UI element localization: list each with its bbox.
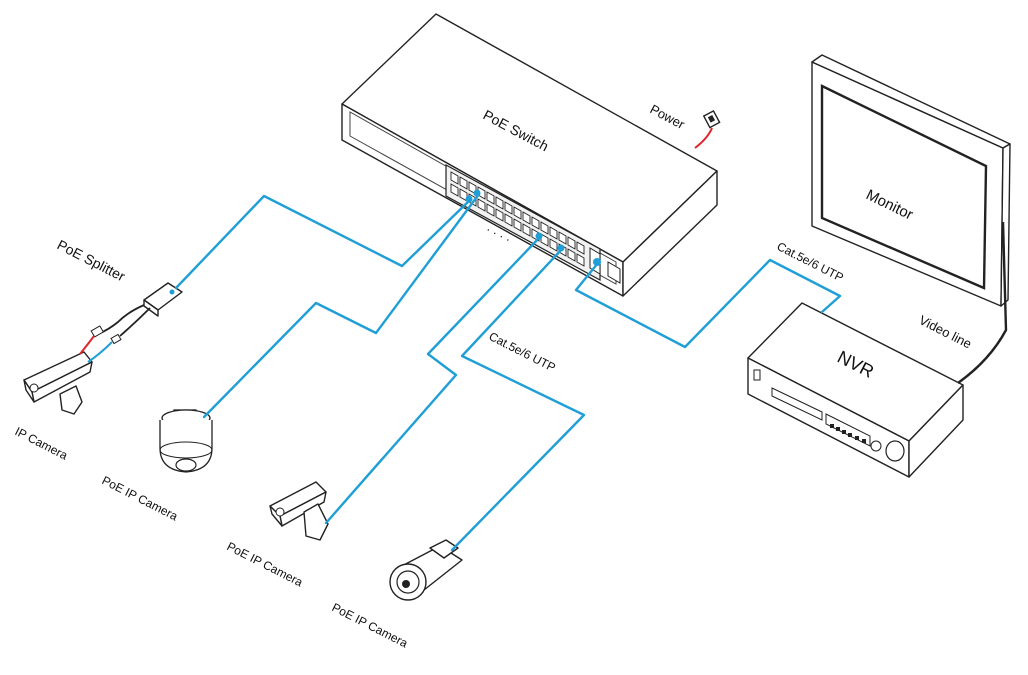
cable-nvr [574,258,842,349]
video-line-cable [957,221,1008,384]
poe-splitter-label: PoE Splitter [55,236,128,284]
cable-dome [202,192,481,419]
bullet-camera-icon [389,539,463,601]
ip-camera-label: IP Camera [13,424,71,463]
cat-utp-top-label: Cat.5e/6 UTP [775,239,846,284]
cable-box [324,235,542,525]
ip-camera-icon [23,351,93,415]
power-label: Power [648,101,688,132]
power-wire [694,127,713,149]
nvr-icon [747,302,964,478]
power-plug-icon [694,109,721,149]
poe-ip-camera-label-1: PoE IP Camera [100,473,181,523]
box-camera-icon [269,481,329,541]
poe-ip-camera-label-3: PoE IP Camera [330,600,411,650]
cable-splitter [174,194,473,290]
monitor-icon [811,54,1011,307]
poe-ip-camera-label-2: PoE IP Camera [225,539,306,589]
cable-bullet [450,247,586,552]
video-line-label: Video line [917,312,974,351]
cat-utp-mid-label: Cat.5e/6 UTP [487,329,558,374]
poe-splitter-icon [79,282,183,363]
network-cables [174,192,842,552]
switch-icon [341,13,718,297]
dome-camera-icon [159,409,213,473]
